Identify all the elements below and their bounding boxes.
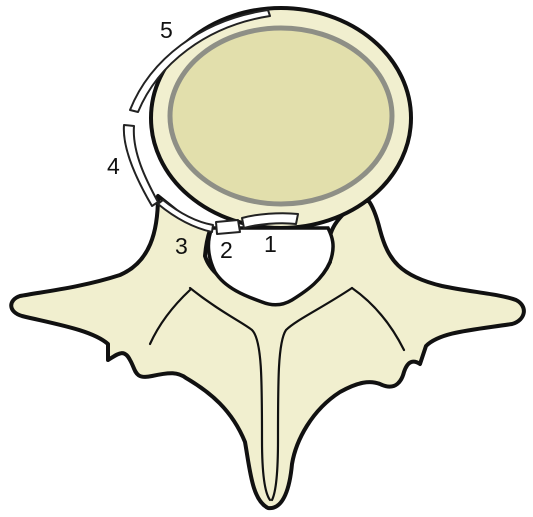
nucleus-pulposus bbox=[170, 28, 392, 204]
zone-2-label: 2 bbox=[220, 237, 233, 263]
zone-4-label: 4 bbox=[107, 153, 120, 179]
zone-5-label: 5 bbox=[160, 17, 173, 43]
zone-2-marker bbox=[216, 220, 240, 234]
zone-1-label: 1 bbox=[264, 231, 277, 257]
zone-3-label: 3 bbox=[175, 233, 188, 259]
